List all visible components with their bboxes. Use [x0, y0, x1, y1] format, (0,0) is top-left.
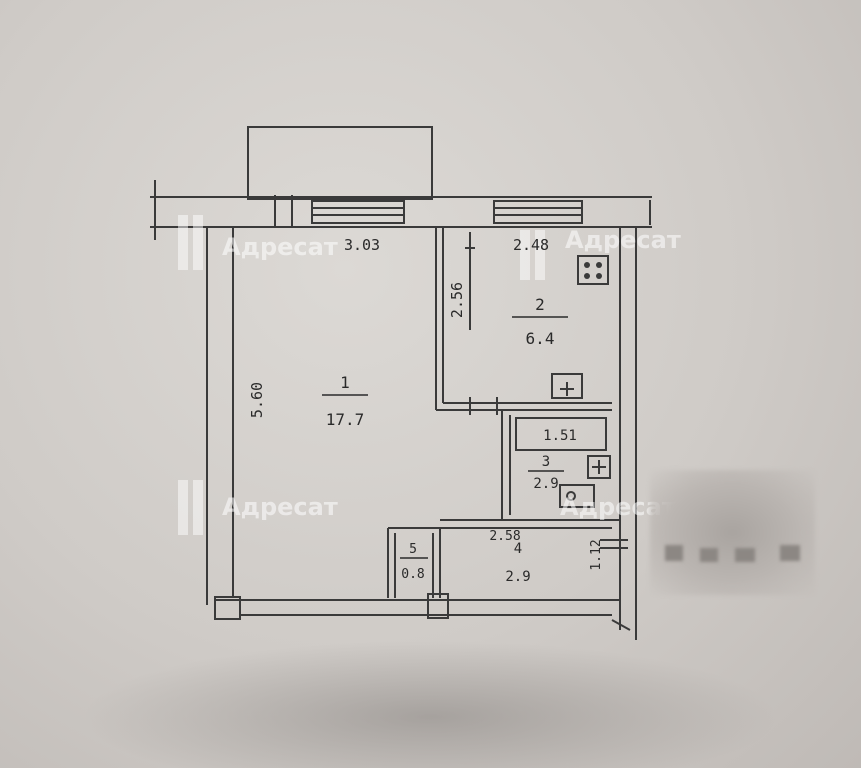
blurred-mark [735, 548, 755, 562]
kitchen-sink [551, 373, 583, 399]
room-number: 1 [340, 373, 350, 392]
room-number: 5 [409, 542, 417, 557]
room-area: 6.4 [526, 329, 555, 348]
stove [577, 255, 609, 285]
blurred-stamp [650, 470, 815, 595]
watermark-logo [178, 215, 545, 535]
dimension-label: 1.12 [589, 539, 604, 570]
dimension-label: 3.03 [344, 236, 380, 254]
blurred-mark [665, 545, 683, 561]
sink [559, 484, 595, 508]
dimension-label: 2.48 [513, 236, 549, 254]
room-area: 2.9 [533, 476, 558, 492]
window-room-1 [311, 200, 405, 224]
blurred-mark [700, 548, 718, 562]
balcony [247, 126, 433, 200]
room-area: 17.7 [326, 410, 365, 429]
column-left [214, 596, 241, 620]
room-number: 4 [514, 541, 522, 557]
watermark-text: Адресат [222, 493, 338, 521]
toilet [587, 455, 611, 479]
dimension-label: 2.56 [448, 282, 466, 318]
bathtub [515, 417, 607, 451]
dimension-label: 1.51 [543, 428, 577, 444]
dimension-label: 5.60 [248, 382, 266, 418]
room-number: 3 [542, 454, 550, 470]
watermark-text: Адресат [565, 226, 681, 254]
room-area: 2.9 [505, 569, 530, 585]
stove-burners [584, 262, 602, 279]
blurred-mark [780, 545, 800, 561]
dimension-label: 2.58 [489, 529, 520, 544]
column-middle [427, 593, 449, 619]
shadow [80, 640, 780, 768]
watermark-text: Адресат [222, 233, 338, 261]
room-number: 2 [535, 295, 545, 314]
room-area: 0.8 [401, 567, 424, 582]
window-room-2 [493, 200, 583, 224]
